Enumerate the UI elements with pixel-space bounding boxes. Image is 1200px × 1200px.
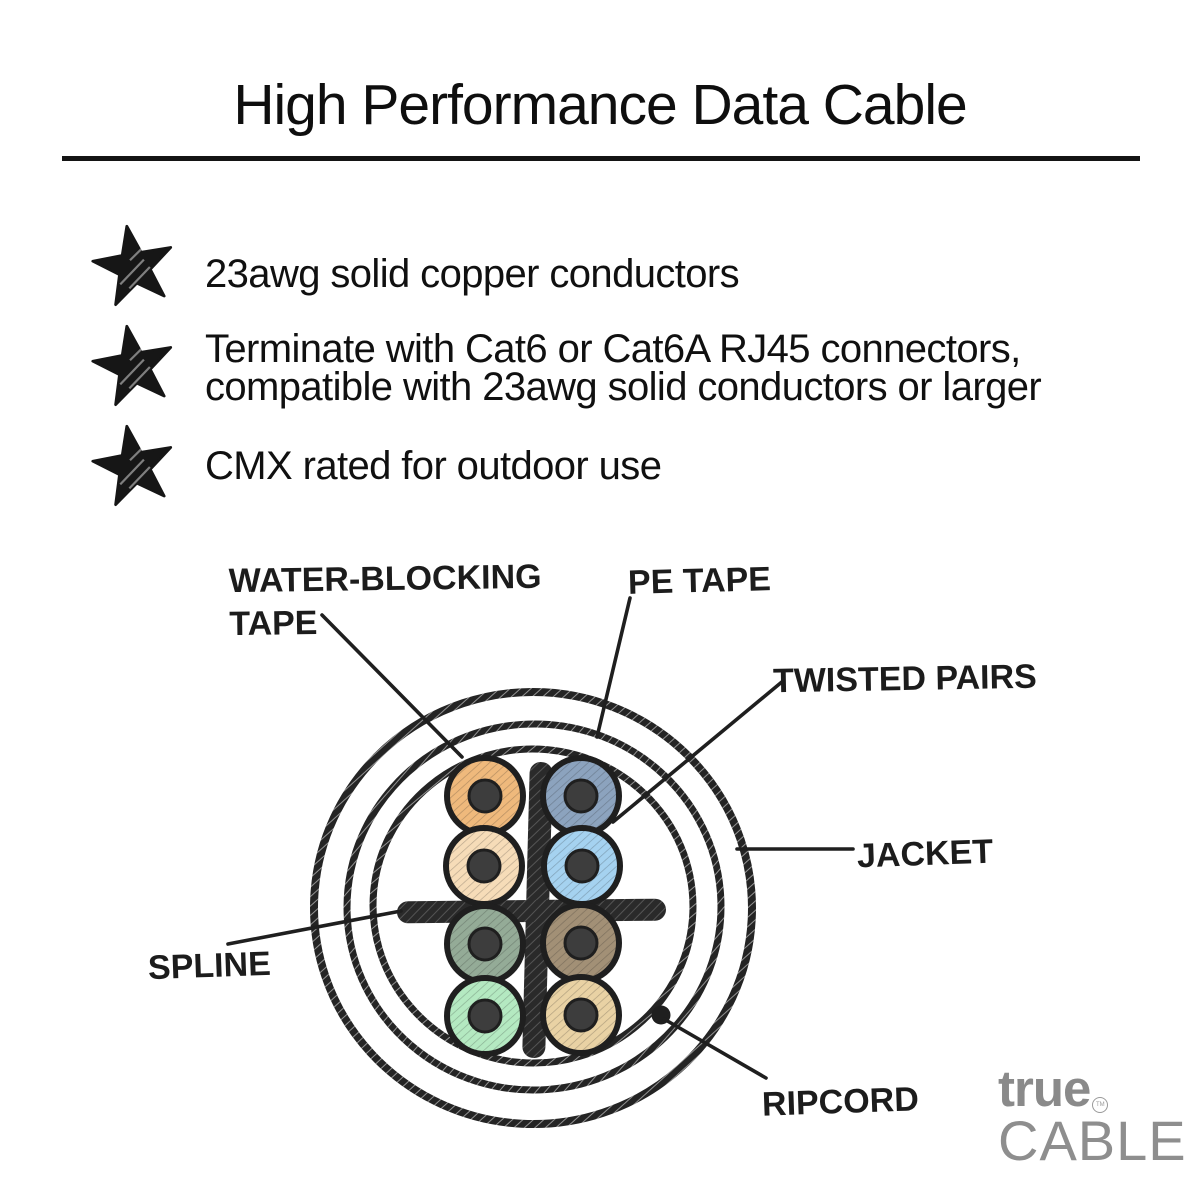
label-spline: SPLINE: [147, 944, 272, 988]
logo-wordmark-cable: CABLE: [998, 1109, 1187, 1172]
label-pe-tape: PE TAPE: [627, 560, 772, 602]
wire-white-green: [444, 975, 526, 1057]
feature-text-3: CMX rated for outdoor use: [205, 444, 662, 488]
wire-blue: [540, 755, 622, 837]
spline-leader-line: [226, 909, 403, 946]
wire-core: [563, 925, 599, 961]
label-jacket: JACKET: [856, 832, 994, 876]
ripcord-leader-line: [662, 1017, 768, 1080]
feature-line: Terminate with Cat6 or Cat6A RJ45 connec…: [205, 327, 1021, 371]
label-line: TAPE: [229, 603, 318, 644]
jacket-ring-hatch: [310, 687, 756, 1129]
pe-tape-ring-hatch: [369, 745, 697, 1067]
wire-core: [563, 997, 599, 1033]
wire-white-blue: [541, 825, 623, 907]
wire-white-orange: [443, 825, 525, 907]
trademark-icon: TM: [1092, 1097, 1109, 1113]
twisted-pairs-group: [443, 755, 623, 1057]
feature-line: 23awg solid copper conductors: [205, 252, 740, 296]
wire-core: [564, 848, 600, 884]
feature-text-2: Terminate with Cat6 or Cat6A RJ45 connec…: [205, 327, 1042, 409]
twisted-pairs-leader-line: [611, 679, 785, 824]
wire-orange: [444, 755, 526, 837]
spline-horizontal-bar-hatch: [397, 898, 666, 924]
title-divider: [62, 156, 1140, 161]
feature-line: CMX rated for outdoor use: [205, 444, 662, 488]
wire-green: [444, 903, 526, 985]
wire-core: [466, 848, 502, 884]
label-ripcord: RIPCORD: [761, 1080, 920, 1124]
water-blocking-tape-leader-line: [320, 613, 464, 759]
feature-line: compatible with 23awg solid conductors o…: [205, 365, 1042, 409]
wire-core: [467, 998, 503, 1034]
feature-text-1: 23awg solid copper conductors: [205, 252, 740, 296]
wire-white-brown: [540, 974, 622, 1056]
label-twisted-pairs: TWISTED PAIRS: [772, 657, 1038, 701]
label-line: WATER-BLOCKING: [228, 557, 542, 601]
wire-core: [467, 926, 503, 962]
wire-core: [563, 778, 599, 814]
wire-brown: [540, 902, 622, 984]
label-water-blocking-tape: WATER-BLOCKING TAPE: [228, 556, 542, 646]
spline: [397, 762, 666, 1058]
logo-wordmark-true: true: [998, 1060, 1091, 1117]
pe-tape-leader-line: [595, 596, 632, 739]
wire-core: [467, 778, 503, 814]
page-title: High Performance Data Cable: [233, 73, 967, 137]
